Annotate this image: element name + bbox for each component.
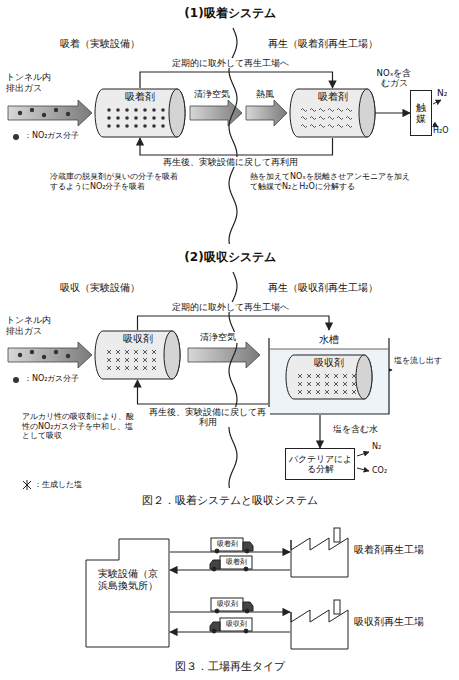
truck (211, 598, 253, 613)
edge-label: 定期的に取外して再生工場へ (150, 302, 310, 312)
text-label: 吸着剤 (221, 558, 251, 566)
text-label: H₂O (433, 126, 458, 136)
adsorbent-cylinder: 吸着剤 (290, 88, 375, 138)
edge-label: 定期的に取外して再生工場へ (150, 58, 310, 68)
factory: 吸収剤再生工場 (290, 600, 440, 650)
text-label: N₂ (437, 88, 457, 99)
node-text: 吸収剤 (107, 333, 168, 345)
connector-arrow (140, 72, 333, 88)
text-label: ：生成した塩 (34, 480, 114, 490)
gas-arrow (8, 342, 92, 368)
connector-arrow (138, 380, 269, 404)
text-label: 塩を流し出す (394, 356, 444, 366)
edge-label: 塩を含む水 (326, 424, 384, 434)
truck (210, 556, 252, 571)
edge-label: NOₓを含むガス (374, 68, 414, 88)
hot-air-arrow (246, 100, 287, 126)
connector-arrow (170, 631, 290, 632)
node-text: 吸収剤 (298, 357, 360, 369)
node-text: 水槽 (272, 334, 386, 346)
text-label: 吸着（実験設備） (60, 38, 170, 50)
text-label: トンネル内排出ガス (6, 315, 54, 337)
product-arrow (433, 100, 441, 104)
text-label: 吸収剤 (221, 620, 251, 628)
node-text: 触媒 (416, 102, 426, 124)
node-text: 実験設備（京浜島換気所） (93, 568, 162, 592)
air-arrow (188, 342, 260, 368)
text-label: 熱風 (250, 89, 280, 100)
water-tank: 水槽吸収剤 (268, 330, 390, 415)
text-label: 吸収（実験設備） (60, 282, 170, 294)
text-label: (1)吸着システム (150, 6, 310, 20)
text-label: 冷蔵庫の脱臭剤が臭いの分子を吸着するようにNO₂分子を吸着 (50, 172, 185, 191)
gas-arrow (8, 100, 92, 126)
connector-arrow (170, 569, 290, 570)
bacteria-box: バクテリアによる分解 (285, 448, 355, 480)
node-text: 吸着剤 (107, 91, 173, 103)
product-arrow (357, 468, 369, 471)
text-label: 図２．吸着システムと吸収システム (60, 494, 400, 507)
absorbent-cylinder: 吸収剤 (286, 354, 372, 400)
air-arrow (190, 100, 242, 126)
text-label: トンネル内排出ガス (6, 72, 54, 94)
text-label: 清浄空気 (196, 332, 240, 343)
text-label: 吸収剤 (212, 600, 242, 608)
text-label: 清浄空気 (190, 89, 234, 100)
node-text: 吸着剤 (302, 91, 363, 103)
text-label: N₂ (372, 442, 394, 452)
text-label: 図３．工場再生タイプ (60, 660, 400, 673)
text-label: ：NO₂ガス分子 (24, 131, 104, 141)
node-text: 吸収剤再生工場 (354, 616, 436, 628)
node-text: バクテリアによる分解 (288, 454, 352, 474)
factory: 吸着剤再生工場 (290, 528, 440, 578)
text-label: 熱を加えてNOₓを脱離させアンモニアを加えて触媒でN₂とH₂Oに分解する (250, 172, 415, 191)
truck (211, 538, 253, 553)
edge-label: 再生後、実験設備に戻して再利用 (145, 407, 270, 427)
text-label: ：NO₂ガス分子 (24, 374, 104, 384)
facility-building: 実験設備（京浜島換気所） (85, 538, 170, 648)
adsorbent-cylinder: 吸着剤 (95, 88, 185, 138)
truck (210, 618, 252, 633)
text-label: 吸着剤 (212, 540, 242, 548)
node-text: 吸着剤再生工場 (354, 544, 436, 556)
salt-symbol (23, 480, 31, 490)
text-label: (2)吸収システム (150, 250, 310, 264)
connector-arrow (170, 611, 290, 612)
edge-label: 再生後、実験設備に戻して再利用 (150, 157, 310, 167)
absorbent-cylinder: 吸収剤 (95, 330, 180, 380)
connector-arrow (170, 551, 290, 552)
facility-building-outline (85, 538, 170, 648)
text-label: アルカリ性の吸収剤により、酸性のNO₂ガス分子を中和し、塩として吸収 (22, 412, 137, 441)
connector-arrow (375, 112, 410, 113)
text-label: 再生（吸収剤再生工場） (268, 282, 418, 294)
connector-arrow (319, 415, 320, 448)
catalyst-box: 触媒 (410, 90, 432, 136)
product-arrow (357, 452, 369, 456)
text-label: CO₂ (372, 466, 398, 476)
text-label: 再生（吸着剤再生工場） (268, 38, 418, 50)
